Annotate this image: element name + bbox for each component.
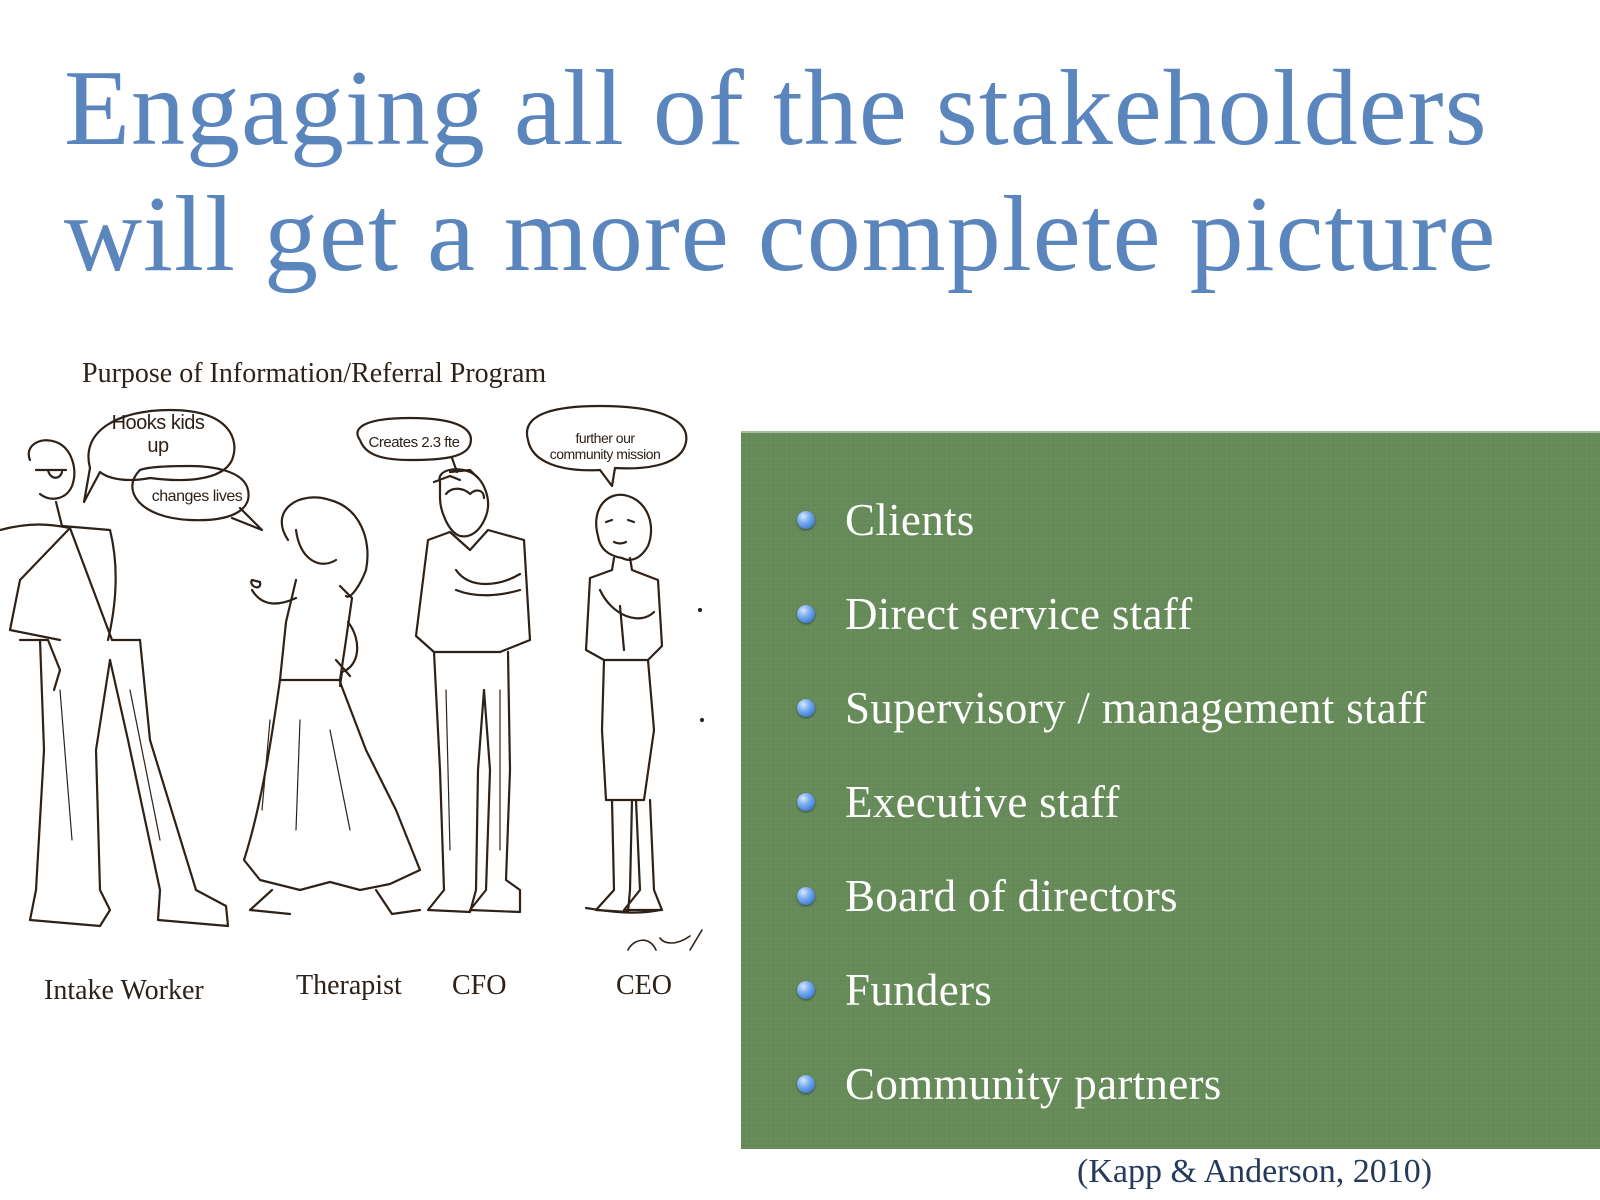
list-item-label: Board of directors — [845, 871, 1178, 921]
cartoon-sketch-illustration — [0, 404, 705, 951]
list-item-label: Funders — [845, 965, 993, 1015]
bubble-text-creates-fte: Creates 2.3 fte — [368, 434, 460, 451]
intake-worker-figure — [0, 439, 230, 928]
citation: (Kapp & Anderson, 2010) — [1077, 1153, 1433, 1190]
slide-title-line-2: will get a more complete picture — [64, 175, 1497, 294]
bullet-icon — [797, 887, 815, 905]
role-label-ceo: CEO — [616, 970, 672, 1001]
bullet-icon — [797, 981, 815, 999]
bubble-text-community-mission: further our community mission — [549, 430, 661, 463]
bullet-icon — [797, 511, 815, 529]
list-item-label: Executive staff — [845, 777, 1120, 827]
speech-bubble-community-mission — [525, 404, 688, 488]
slide-title-line-1: Engaging all of the stakeholders — [64, 49, 1488, 168]
slide-title: Engaging all of the stakeholders will ge… — [64, 46, 1584, 298]
list-item-label: Supervisory / management staff — [845, 683, 1427, 733]
speech-bubble-changes-lives — [131, 464, 264, 532]
list-item-label: Direct service staff — [845, 589, 1193, 639]
list-item-label: Clients — [845, 495, 975, 545]
list-item-label: Community partners — [845, 1059, 1222, 1109]
bubble-text-changes-lives: changes lives — [151, 488, 243, 505]
therapist-figure — [242, 496, 422, 916]
list-item-community-partners: Community partners — [797, 1037, 1427, 1131]
bullet-icon — [797, 793, 815, 811]
stakeholder-list: Clients Direct service staff Supervisory… — [797, 473, 1427, 1131]
bullet-icon — [797, 699, 815, 717]
bullet-icon — [797, 605, 815, 623]
role-label-intake-worker: Intake Worker — [44, 975, 204, 1006]
ceo-figure — [584, 493, 705, 951]
speech-bubble-hooks-kids — [82, 408, 236, 504]
list-item-executive-staff: Executive staff — [797, 755, 1427, 849]
cartoon-heading: Purpose of Information/Referral Program — [82, 358, 547, 389]
list-item-direct-service-staff: Direct service staff — [797, 567, 1427, 661]
bubble-text-hooks-kids: Hooks kids up — [111, 412, 205, 457]
stakeholder-list-panel: Clients Direct service staff Supervisory… — [741, 431, 1600, 1149]
list-item-funders: Funders — [797, 943, 1427, 1037]
list-item-clients: Clients — [797, 473, 1427, 567]
bullet-icon — [797, 1075, 815, 1093]
list-item-supervisory-management-staff: Supervisory / management staff — [797, 661, 1427, 755]
cfo-figure — [414, 468, 532, 914]
role-label-cfo: CFO — [452, 970, 507, 1001]
list-item-board-of-directors: Board of directors — [797, 849, 1427, 943]
stakeholder-cartoon: Purpose of Information/Referral Program — [0, 350, 720, 1010]
role-label-therapist: Therapist — [296, 970, 402, 1001]
